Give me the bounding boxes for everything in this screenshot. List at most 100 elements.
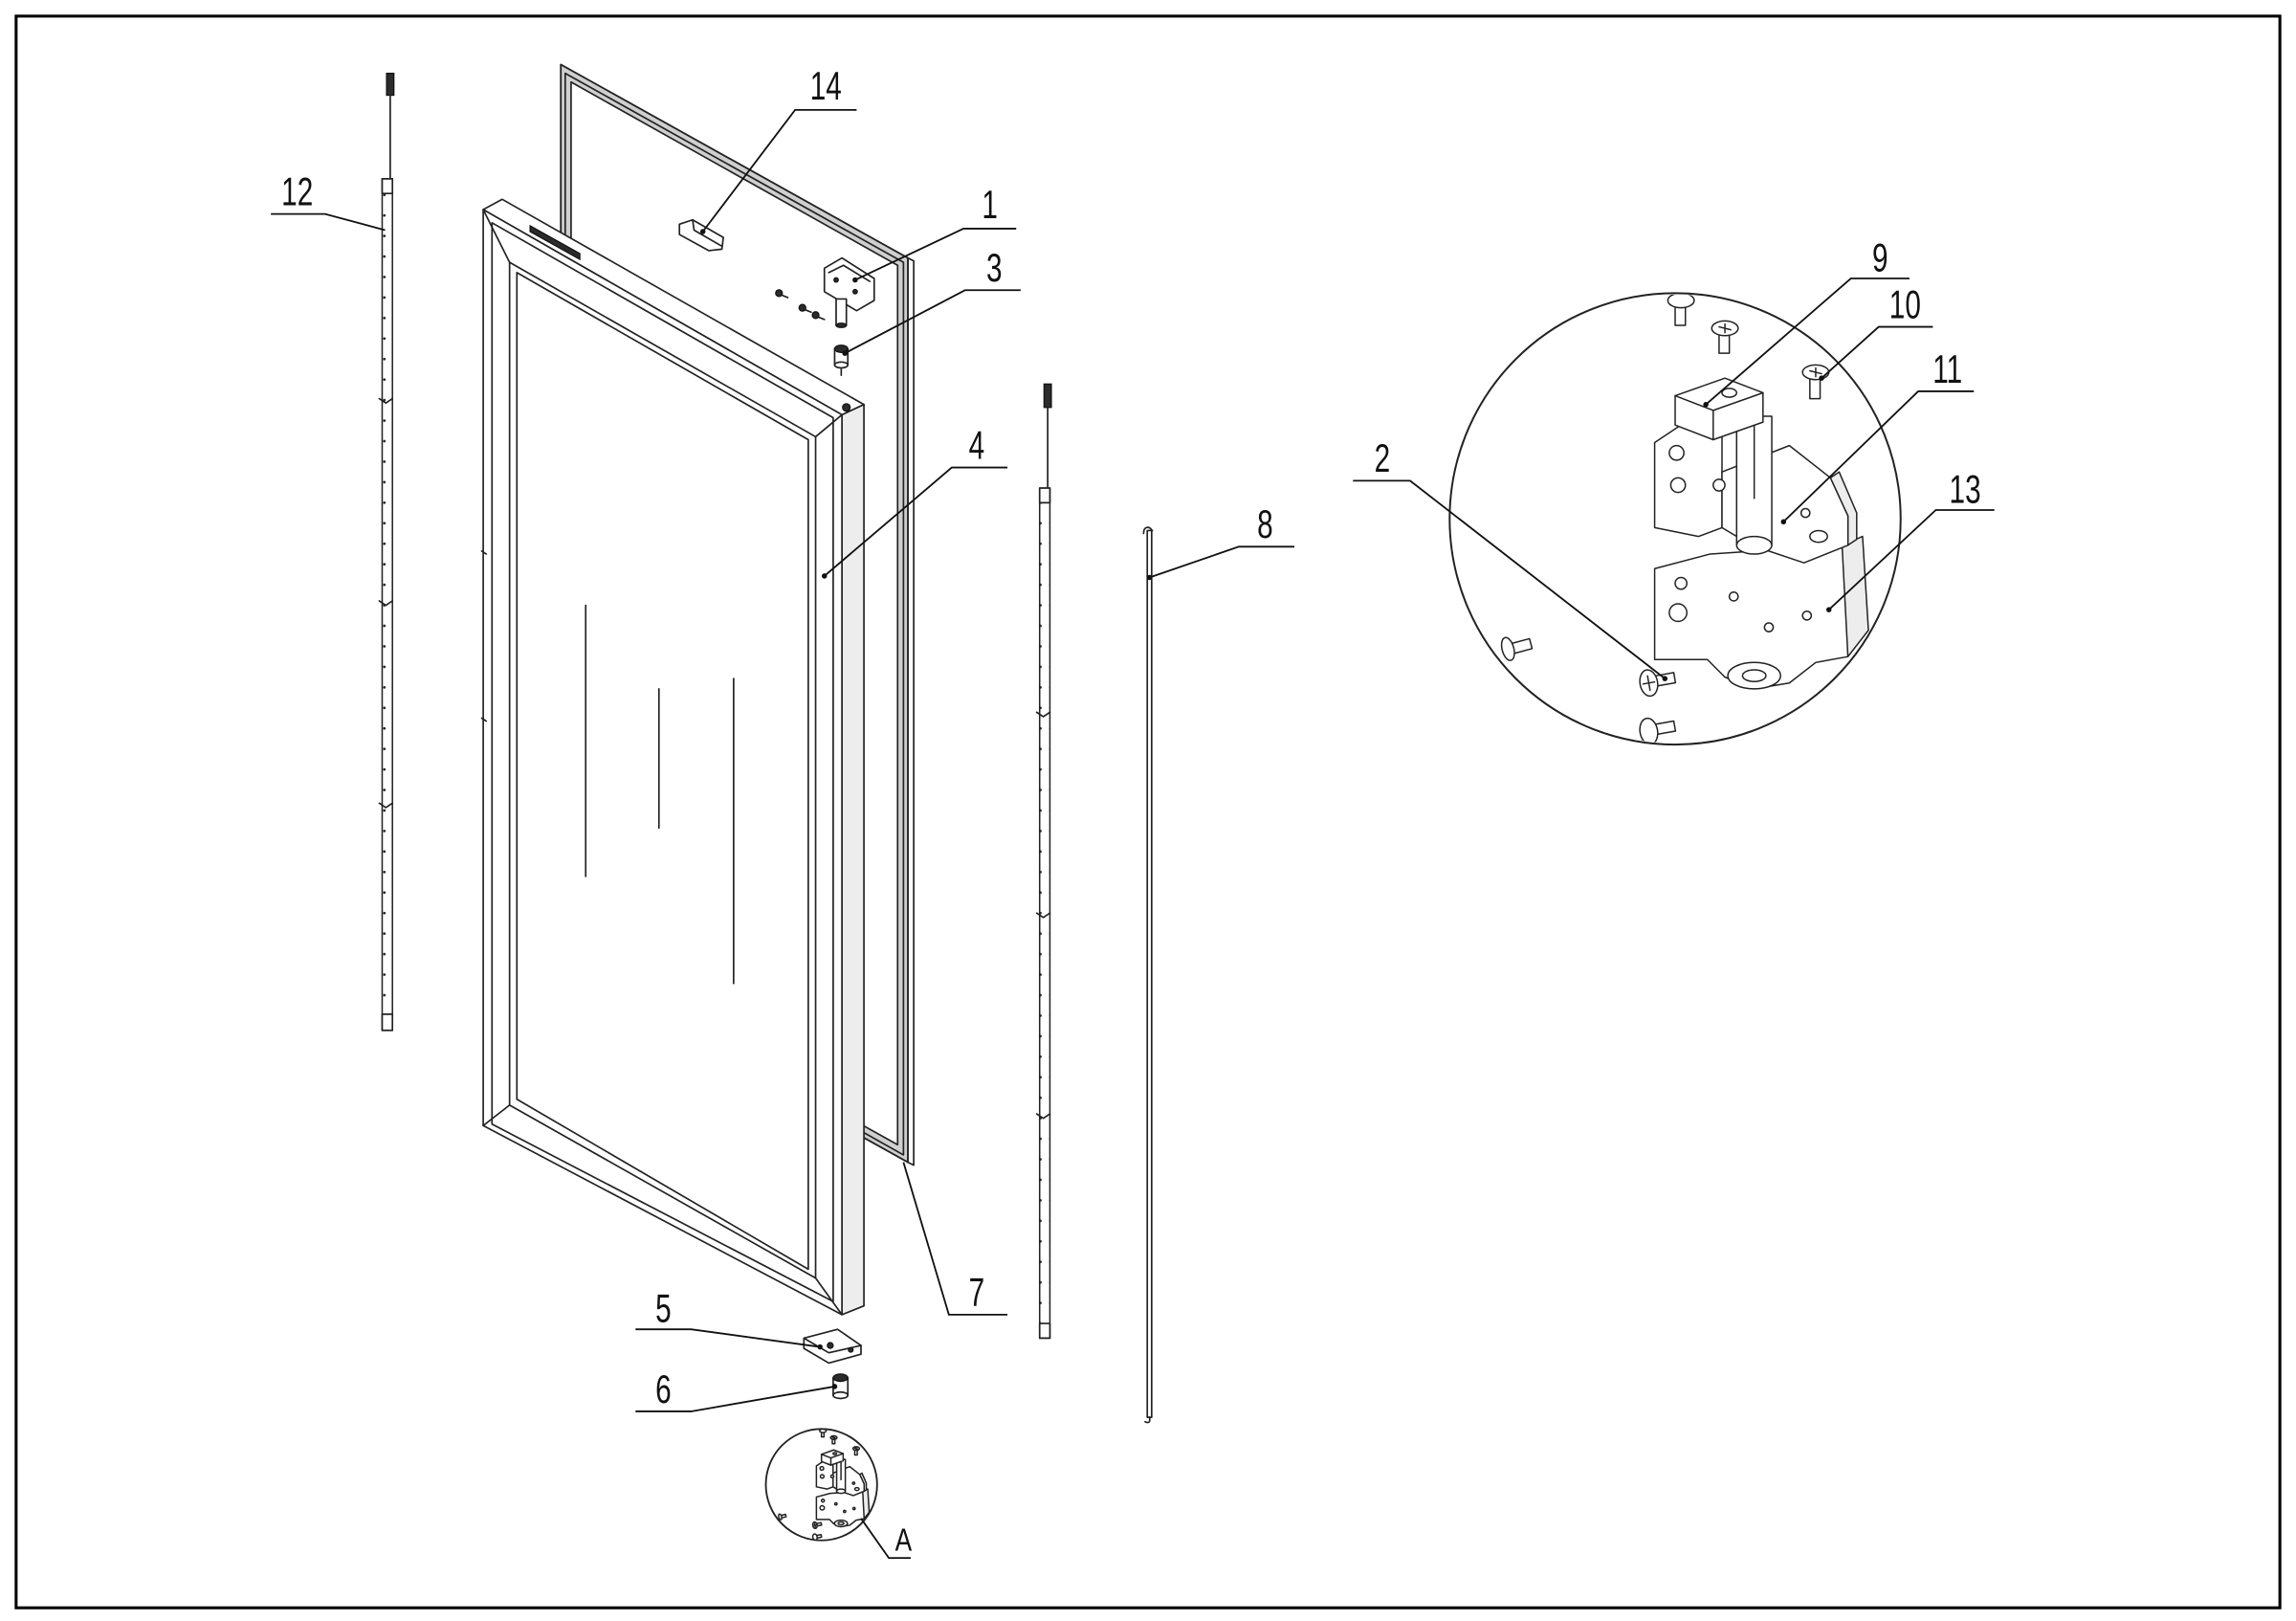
callout-label-wrapper: 4: [969, 423, 985, 468]
callout-label: 2: [1375, 435, 1391, 480]
callout-label-wrapper: 8: [1257, 501, 1273, 546]
callout-11: 11: [1780, 346, 1975, 525]
callout-label-wrapper: 6: [655, 1366, 672, 1411]
bracket-plate: [823, 256, 875, 312]
bracket-hole: [1669, 604, 1687, 621]
leader-line: [1828, 509, 1995, 611]
detail-callout-a: A: [764, 1428, 913, 1560]
led-marker: [378, 397, 394, 809]
leader-line: [1782, 390, 1975, 522]
leader-line: [1821, 325, 1933, 379]
bushing-bottom: [833, 361, 850, 369]
callout-6: 6: [635, 1366, 838, 1412]
callout-7: 7: [902, 1162, 1008, 1316]
callout-label: 14: [810, 63, 842, 108]
detail-circle-small: [764, 1428, 878, 1542]
callout-label: 1: [982, 182, 998, 227]
hinge-pin-end: [1736, 537, 1772, 554]
callout-label: 9: [1872, 234, 1888, 279]
led-connector: [1043, 383, 1052, 409]
door-side-face: [841, 403, 865, 1316]
callout-13: 13: [1825, 466, 1995, 612]
bracket-pin-end: [835, 322, 848, 328]
callout-label: 4: [969, 423, 985, 468]
callout-label-wrapper: 9: [1872, 234, 1888, 279]
hinge-hole: [1670, 477, 1685, 492]
hinge-hole: [1669, 446, 1684, 460]
callout-12: 12: [271, 169, 386, 232]
cap-block-hole: [1722, 389, 1736, 397]
bracket-hole: [1675, 577, 1687, 588]
screw-head: [1638, 717, 1660, 744]
leader-line: [844, 289, 1021, 354]
led-strip-body: [1038, 487, 1051, 1340]
leader-line: [860, 1518, 912, 1560]
callout-label: 7: [969, 1270, 985, 1315]
bracket-fold-line: [828, 264, 872, 282]
door-edge-mark: [480, 550, 488, 722]
hinge-detail-drawing: [1499, 294, 1868, 744]
leader-dot: [842, 350, 848, 356]
callout-label-wrapper: 13: [1950, 466, 1981, 511]
bracket-hole: [1802, 611, 1811, 620]
leader-dot: [831, 1384, 838, 1389]
bushing-top: [832, 1373, 849, 1383]
callout-label-wrapper: 11: [1932, 346, 1962, 391]
callout-label-wrapper: 3: [986, 245, 1003, 290]
led-end-cap-bottom: [1038, 1322, 1051, 1340]
leader-dot: [817, 1343, 823, 1350]
leader-dot: [852, 277, 858, 283]
callout-label: 6: [655, 1366, 672, 1411]
hinge-plate-bottom: [803, 1328, 862, 1365]
plate-hole: [827, 1342, 834, 1349]
led-strip-right: [1035, 383, 1052, 1340]
bushing-bottom: [832, 1390, 850, 1400]
leader-line: [635, 1328, 821, 1348]
screws-top: [775, 289, 826, 321]
callout-label-wrapper: 2: [1375, 435, 1391, 480]
screw-cross: [1642, 675, 1656, 691]
bracket-hole: [851, 288, 858, 295]
leader-line: [902, 1162, 1008, 1316]
bracket-boss-hole: [1742, 670, 1765, 681]
callout-label-wrapper: 7: [969, 1270, 985, 1315]
callout-2: 2: [1353, 435, 1668, 681]
callout-label: 13: [1950, 466, 1981, 511]
rod-bottom-hook: [1144, 1416, 1151, 1424]
door-frame-miter: [482, 209, 843, 1316]
led-connector: [386, 72, 395, 97]
clip-fold-line: [692, 218, 723, 248]
callout-1: 1: [852, 182, 1017, 283]
screw-head: [1667, 294, 1694, 307]
leader-dot: [1819, 375, 1824, 381]
bracket-hole: [833, 277, 839, 283]
leader-line: [854, 228, 1017, 281]
bracket-hole: [1764, 623, 1773, 632]
callout-label: 10: [1889, 281, 1921, 326]
detail-view-hinge: [1448, 292, 1902, 746]
bracket-pin: [835, 298, 848, 326]
callout-label-wrapper: 10: [1889, 281, 1921, 326]
screw-bottom: [1638, 714, 1677, 744]
hinge-bracket-top: [823, 256, 875, 328]
bracket-hole: [1730, 592, 1738, 601]
hinge-hole: [1713, 479, 1725, 491]
leader-dot: [699, 229, 706, 234]
detail-label: A: [895, 1522, 913, 1558]
screw-cross: [1719, 323, 1731, 332]
leader-line: [271, 212, 386, 232]
callout-label: 11: [1932, 346, 1962, 391]
screw-cross: [1810, 367, 1821, 376]
plate-hole: [848, 1346, 854, 1353]
rod-top-hook: [1142, 526, 1154, 535]
hinge-bushing-top: [833, 344, 850, 376]
hinge-hole: [1801, 508, 1810, 517]
callout-label: 8: [1257, 501, 1273, 546]
callout-label: 3: [986, 245, 1003, 290]
callout-label: 5: [655, 1286, 672, 1331]
leader-dot: [1703, 401, 1709, 408]
callout-label-wrapper: 12: [281, 169, 313, 214]
screw-head: [811, 311, 820, 320]
rod-body: [1146, 529, 1153, 1418]
